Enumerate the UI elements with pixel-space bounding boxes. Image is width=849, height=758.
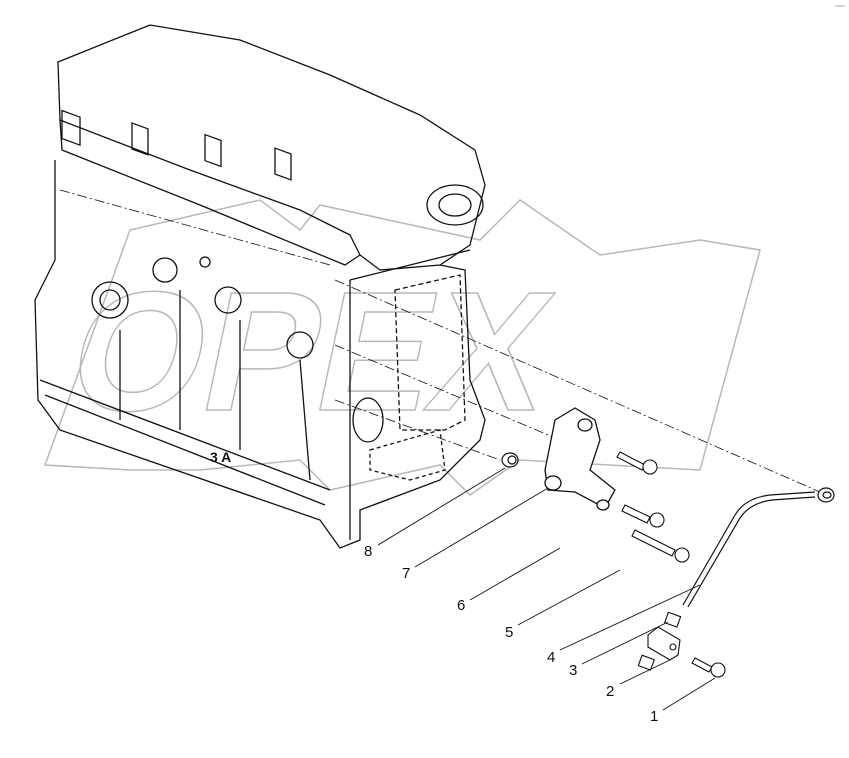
tube-part bbox=[682, 487, 835, 608]
clamp-parts bbox=[637, 611, 682, 671]
alignment-lines bbox=[59, 189, 821, 493]
callout-2: 2 bbox=[606, 683, 615, 700]
callout-6: 6 bbox=[457, 597, 466, 614]
callout-5: 5 bbox=[505, 624, 514, 641]
bolt-upper bbox=[616, 451, 658, 475]
dowel-part bbox=[501, 452, 519, 468]
bolt-5 bbox=[631, 529, 690, 563]
callout-3: 3 bbox=[569, 662, 578, 679]
bracket-part bbox=[544, 407, 616, 511]
engine-block: 3 A bbox=[34, 24, 486, 549]
leader-lines bbox=[377, 467, 716, 711]
bolt-6 bbox=[621, 504, 665, 528]
block-marking: 3 A bbox=[210, 449, 231, 465]
callout-7: 7 bbox=[402, 565, 411, 582]
bolts bbox=[616, 451, 726, 678]
watermark: OPEX bbox=[43, 199, 761, 496]
callout-4: 4 bbox=[547, 649, 556, 666]
bolt-1 bbox=[691, 657, 726, 678]
callout-1: 1 bbox=[650, 708, 659, 725]
callout-8: 8 bbox=[364, 543, 373, 560]
